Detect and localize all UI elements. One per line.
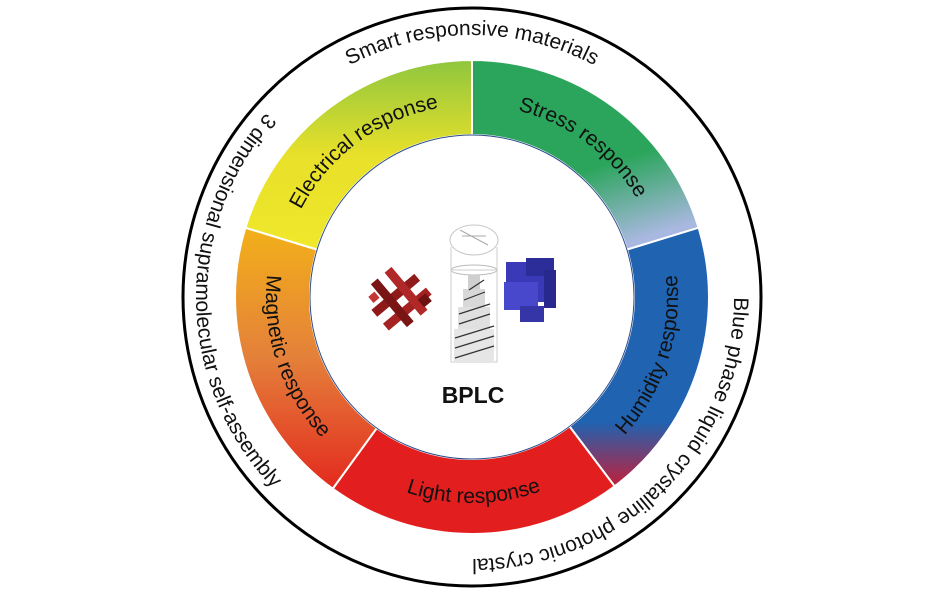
outer-circle	[181, 6, 763, 588]
blue-cubic-lattice-icon	[504, 258, 556, 322]
red-cubic-lattice-icon	[368, 266, 432, 331]
center-title: BPLC	[442, 382, 505, 408]
helical-cylinder-icon	[449, 224, 499, 363]
